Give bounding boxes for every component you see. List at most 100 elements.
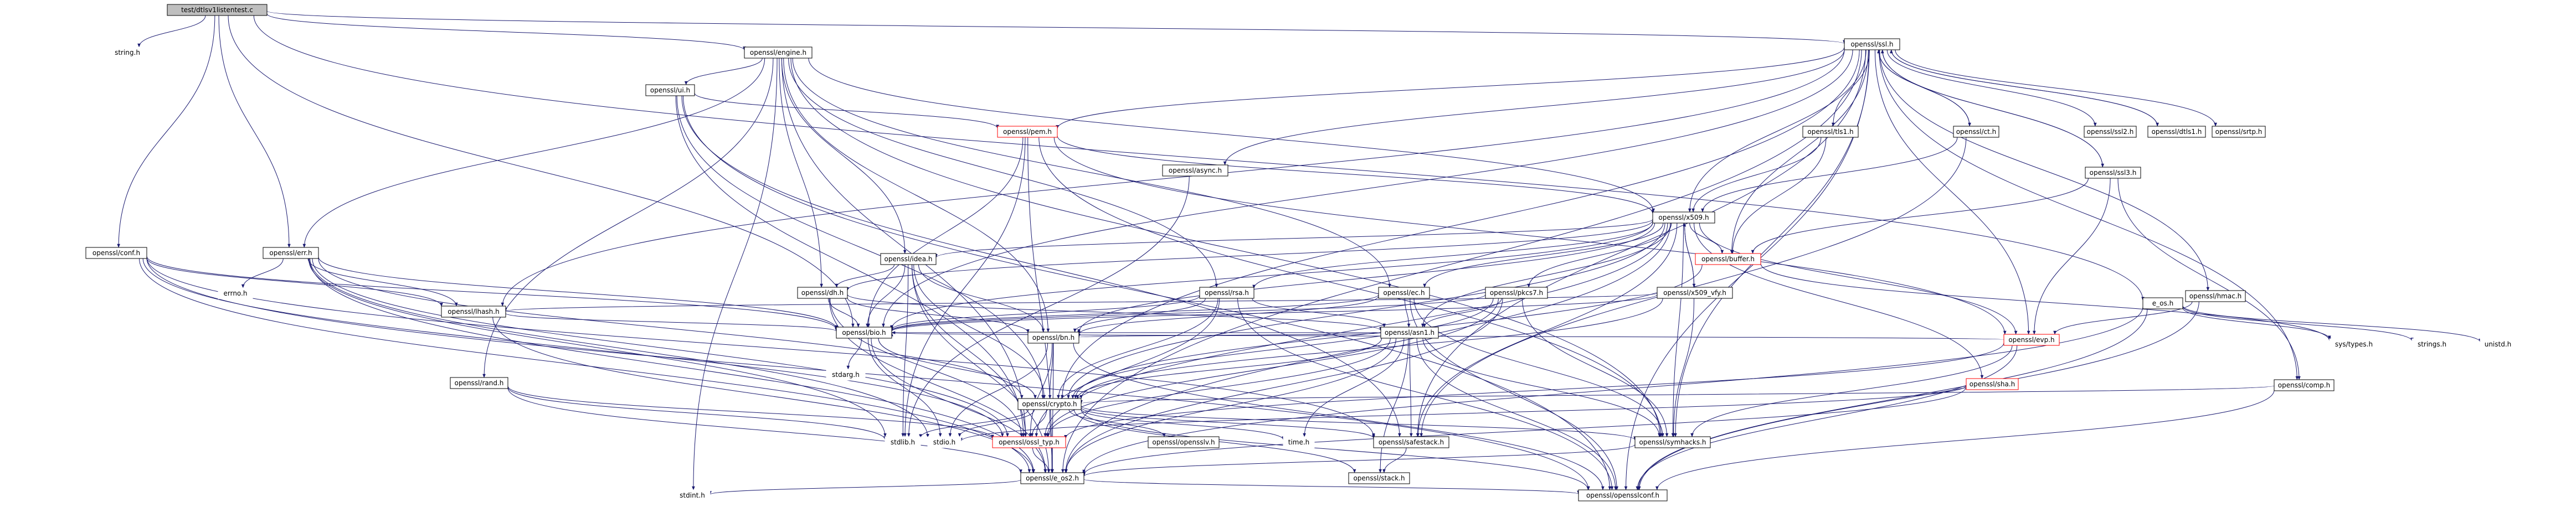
edge-root-to-e_os_h xyxy=(253,15,2145,301)
node-box xyxy=(1485,287,1548,299)
edge-bn_h-to-opensslconf_h xyxy=(1073,343,1605,490)
node-strings-h[interactable]: strings.h xyxy=(2412,338,2452,350)
node-err-h[interactable]: openssl/err.h xyxy=(263,247,319,259)
edge-hmac_h-to-opensslconf_h xyxy=(1637,301,2199,490)
node-async-h[interactable]: openssl/async.h xyxy=(1162,164,1228,177)
node-x509-h[interactable]: openssl/x509.h xyxy=(1652,211,1715,224)
edge-ct_h-to-x509_h xyxy=(1701,137,1958,213)
node-time-h[interactable]: time.h xyxy=(1283,436,1315,448)
node-box xyxy=(2412,338,2452,350)
node-idea-h[interactable]: openssl/idea.h xyxy=(880,253,937,265)
edge-e_os2_h-to-opensslconf_h xyxy=(1083,479,1580,495)
node-stdio-h[interactable]: stdio.h xyxy=(927,436,961,448)
node-box xyxy=(645,84,695,96)
node-stack-h[interactable]: openssl/stack.h xyxy=(1348,472,1410,484)
node-box xyxy=(2480,338,2516,350)
node-box xyxy=(2329,338,2379,350)
node-evp-h[interactable]: openssl/evp.h xyxy=(2003,334,2060,346)
node-errno-h[interactable]: errno.h xyxy=(218,287,253,299)
node-dh-h[interactable]: openssl/dh.h xyxy=(797,287,848,299)
node-label: openssl/bn.h xyxy=(1032,334,1074,342)
node-label: string.h xyxy=(115,49,140,56)
node-box xyxy=(1578,489,1668,501)
node-unistd-h[interactable]: unistd.h xyxy=(2480,338,2516,350)
edge-crypto_h-to-opensslv_h xyxy=(1068,409,1166,437)
edge-buffer_h-to-systypes_h xyxy=(1760,263,2331,342)
node-x509vfy-h[interactable]: openssl/x509_vfy.h xyxy=(1657,287,1733,299)
edge-ec_h-to-bn_h xyxy=(1077,296,1379,335)
node-label: stdlib.h xyxy=(891,438,915,446)
edge-symhacks_h-to-e_os2_h xyxy=(1082,444,1636,477)
node-box xyxy=(1020,472,1084,484)
node-e-os2-h[interactable]: openssl/e_os2.h xyxy=(1020,472,1084,484)
node-ct-h[interactable]: openssl/ct.h xyxy=(1953,126,1999,138)
node-string-h[interactable]: string.h xyxy=(108,46,147,59)
edge-pem_h-to-stdlib_h xyxy=(903,137,1026,437)
node-ec-h[interactable]: openssl/ec.h xyxy=(1378,287,1430,299)
node-ssl2-h[interactable]: openssl/ssl2.h xyxy=(2084,126,2137,138)
node-label: openssl/asn1.h xyxy=(1385,329,1434,337)
node-box xyxy=(1378,287,1430,299)
edge-engine_h-to-rsa_h xyxy=(788,58,1218,288)
node-opensslv-h[interactable]: openssl/opensslv.h xyxy=(1148,436,1220,448)
edge-tls1_h-to-buffer_h xyxy=(1731,137,1827,254)
node-crypto-h[interactable]: openssl/crypto.h xyxy=(1017,398,1082,410)
node-box xyxy=(997,126,1058,138)
node-box xyxy=(450,377,508,389)
node-label: time.h xyxy=(1288,438,1310,446)
edge-asn1_h-to-time_h xyxy=(1303,338,1405,437)
node-stdarg-h[interactable]: stdarg.h xyxy=(826,369,866,381)
edge-x509_h-to-idea_h xyxy=(934,219,1653,258)
node-stdlib-h[interactable]: stdlib.h xyxy=(885,436,921,448)
node-box xyxy=(1966,378,2019,390)
node-label: openssl/lhash.h xyxy=(448,308,499,315)
node-stdint-h[interactable]: stdint.h xyxy=(674,489,711,501)
node-label: openssl/stack.h xyxy=(1353,474,1405,482)
edge-engine_h-to-dh_h xyxy=(779,58,823,288)
node-systypes-h[interactable]: sys/types.h xyxy=(2329,338,2379,350)
node-engine-h[interactable]: openssl/engine.h xyxy=(744,46,813,59)
node-label: unistd.h xyxy=(2485,340,2512,348)
node-asn1-h[interactable]: openssl/asn1.h xyxy=(1380,327,1439,339)
node-box xyxy=(1380,327,1439,339)
node-ossl-typ-h[interactable]: openssl/ossl_typ.h xyxy=(992,436,1066,448)
node-label: openssl/ui.h xyxy=(650,86,690,94)
node-opensslconf-h[interactable]: openssl/opensslconf.h xyxy=(1578,489,1668,501)
node-symhacks-h[interactable]: openssl/symhacks.h xyxy=(1634,436,1711,448)
node-rsa-h[interactable]: openssl/rsa.h xyxy=(1199,287,1254,299)
node-label: openssl/err.h xyxy=(269,249,312,257)
node-bn-h[interactable]: openssl/bn.h xyxy=(1027,332,1079,344)
node-e-os-h[interactable]: e_os.h xyxy=(2142,297,2183,309)
node-pem-h[interactable]: openssl/pem.h xyxy=(997,126,1058,138)
node-label: test/dtlsv1listentest.c xyxy=(181,6,253,14)
node-label: sys/types.h xyxy=(2335,340,2373,348)
node-comp-h[interactable]: openssl/comp.h xyxy=(2274,379,2335,391)
node-pkcs7-h[interactable]: openssl/pkcs7.h xyxy=(1485,287,1548,299)
edge-pkcs7_h-to-ossl_typ_h xyxy=(1045,298,1499,437)
node-conf-h[interactable]: openssl/conf.h xyxy=(85,247,147,259)
node-box xyxy=(2212,126,2266,138)
node-lhash-h[interactable]: openssl/lhash.h xyxy=(441,306,506,318)
node-bio-h[interactable]: openssl/bio.h xyxy=(836,327,892,339)
node-hmac-h[interactable]: openssl/hmac.h xyxy=(2185,290,2246,302)
node-box xyxy=(1027,332,1079,344)
edge-conf_h-to-bio_h xyxy=(146,256,838,330)
edge-x509_h-to-symhacks_h xyxy=(1671,223,1684,437)
node-label: openssl/safestack.h xyxy=(1379,438,1444,446)
node-ssl-h[interactable]: openssl/ssl.h xyxy=(1844,38,1900,50)
node-rand-h[interactable]: openssl/rand.h xyxy=(450,377,508,389)
node-dtls1-h[interactable]: openssl/dtls1.h xyxy=(2147,126,2206,138)
node-safestack-h[interactable]: openssl/safestack.h xyxy=(1373,436,1449,448)
node-ui-h[interactable]: openssl/ui.h xyxy=(645,84,695,96)
node-label: openssl/rsa.h xyxy=(1205,289,1249,297)
node-box xyxy=(880,253,937,265)
node-label: openssl/ssl2.h xyxy=(2087,128,2134,136)
node-sha-h[interactable]: openssl/sha.h xyxy=(1966,378,2019,390)
node-tls1-h[interactable]: openssl/tls1.h xyxy=(1802,126,1859,138)
node-box xyxy=(1695,253,1761,265)
node-label: openssl/engine.h xyxy=(750,49,806,56)
node-ssl3-h[interactable]: openssl/ssl3.h xyxy=(2085,167,2141,179)
node-srtp-h[interactable]: openssl/srtp.h xyxy=(2212,126,2266,138)
node-buffer-h[interactable]: openssl/buffer.h xyxy=(1695,253,1761,265)
edge-engine_h-to-ossl_typ_h xyxy=(781,58,1027,437)
